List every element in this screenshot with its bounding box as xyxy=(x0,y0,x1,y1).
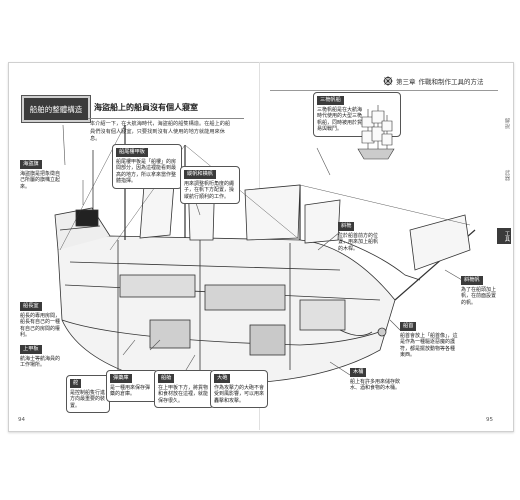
bowsprit-text: 位於船首前方的位置，用來加上船帆的木桿。 xyxy=(338,232,379,252)
chapter-title: 作戰和制作工具的方法 xyxy=(418,78,484,86)
callout-wood: 木桶 船上有許多用來儲存飲水、酒和食物的木桶。 xyxy=(350,368,400,392)
callout-pirate-flag: 海盜旗 海盜旗是把象徵自己所屬的旗幟立起來。 xyxy=(20,160,60,190)
callout-rudder: 舵 是控制船隻行進方向最重要的裝置。 xyxy=(66,375,110,414)
bow-sail-text: 為了在船頭加上帆，在前面設置的帆。 xyxy=(461,286,497,306)
callout-bowsprit: 斜桅 位於船首前方的位置，用來加上船帆的木桿。 xyxy=(338,222,378,252)
section-subtitle: 海盜船上的船員沒有個人寢室 xyxy=(88,96,244,119)
captain-room-text: 船長的專用房間，船長有自己的一種有自己的房間的權利。 xyxy=(20,312,61,339)
upper-deck-tag: 上甲板 xyxy=(20,345,42,354)
bowsprit-tag: 斜桅 xyxy=(338,222,355,231)
tab-weapons[interactable]: 武器 xyxy=(504,170,510,181)
guns-tag: 大砲 xyxy=(214,374,231,383)
callout-hold: 彈藥庫 是一種用來保存彈藥的倉庫。 xyxy=(106,370,158,402)
inset-box: 三桅帆船 三桅帆船是在大航海時代使用的大型三桅帆船，同時被用於貿易與戰鬥。 xyxy=(313,92,401,160)
tab-tools[interactable]: 工具 xyxy=(497,228,511,245)
callout-deck-cabin: 船尾樓甲板 船尾樓甲板是「船樓」的房間部分，因為這裡能看到最高的地方，所以拿來當… xyxy=(112,144,182,189)
callout-sails: 縱帆和橫帆 用來調整帆桁角度的繩子，在帆下方配置，操縱航行順利的工作。 xyxy=(180,166,240,205)
side-tab-bar: 解說 武器 工具 xyxy=(497,110,511,310)
callout-bow-sail: 斜桅帆 為了在船頭加上帆，在前面設置的帆。 xyxy=(461,276,499,306)
chapter-header: 第三章 作戰和制作工具的方法 xyxy=(383,75,484,87)
tab-explain[interactable]: 解說 xyxy=(504,118,510,129)
inset-tag: 三桅帆船 xyxy=(317,96,344,105)
hold-tag: 彈藥庫 xyxy=(110,374,132,383)
callout-storage: 船艙 在上甲板下方，將貨物和食材放在這裡，就能保存很久。 xyxy=(154,370,214,409)
rudder-text: 是控制船隻行進方向最重要的裝置。 xyxy=(70,389,106,409)
ship-wheel-icon xyxy=(383,76,393,86)
hold-text: 是一種用來保存彈藥的倉庫。 xyxy=(110,384,151,398)
rudder-tag: 舵 xyxy=(70,379,82,388)
sails-text: 用來調整帆桁角度的繩子，在帆下方配置，操縱航行順利的工作。 xyxy=(184,180,235,200)
storage-text: 在上甲板下方，將貨物和食材放在這裡，就能保存很久。 xyxy=(158,384,209,404)
page-number-right: 95 xyxy=(486,417,493,423)
header-divider xyxy=(270,90,498,91)
wood-tag: 木桶 xyxy=(350,368,367,377)
callout-guns: 大砲 作為攻擊力的大砲不會受到風影響，可以用來轟擊和攻擊。 xyxy=(210,370,268,409)
deck-cabin-tag: 船尾樓甲板 xyxy=(116,148,148,157)
figurehead-text: 船首會放上「船首像」，這是作為一種驅逐惡魔的護符，都是擺放動物等各種東西。 xyxy=(400,332,458,359)
callout-figurehead: 船首 船首會放上「船首像」，這是作為一種驅逐惡魔的護符，都是擺放動物等各種東西。 xyxy=(400,322,458,359)
small-ship-icon xyxy=(357,105,395,160)
intro-text: 本介紹一下，在大航海時代，海盜船的船隻構造。在船上的船員們沒有個人寢室，只要找到… xyxy=(90,121,231,142)
sails-tag: 縱帆和橫帆 xyxy=(184,170,216,179)
guns-text: 作為攻擊力的大砲不會受到風影響，可以用來轟擊和攻擊。 xyxy=(214,384,265,404)
pirate-flag-text: 海盜旗是把象徵自己所屬的旗幟立起來。 xyxy=(20,170,61,190)
captain-room-tag: 船長室 xyxy=(20,302,42,311)
callout-upper-deck: 上甲板 航海士等航海員的工作場所。 xyxy=(20,345,62,369)
wood-text: 船上有許多用來儲存飲水、酒和食物的木桶。 xyxy=(350,378,401,392)
bow-sail-tag: 斜桅帆 xyxy=(461,276,483,285)
storage-tag: 船艙 xyxy=(158,374,175,383)
chapter-number: 第三章 xyxy=(396,78,416,86)
pirate-flag-tag: 海盜旗 xyxy=(20,160,42,169)
callout-captain-room: 船長室 船長的專用房間，船長有自己的一種有自己的房間的權利。 xyxy=(20,302,60,339)
deck-cabin-text: 船尾樓甲板是「船樓」的房間部分，因為這裡能看到最高的地方，所以拿來當作整體指揮。 xyxy=(116,158,177,185)
upper-deck-text: 航海士等航海員的工作場所。 xyxy=(20,355,61,369)
page-number-left: 94 xyxy=(18,417,25,423)
figurehead-tag: 船首 xyxy=(400,322,417,331)
section-title: 船舶的整體構造 xyxy=(21,95,91,123)
inset-text: 三桅帆船是在大航海時代使用的大型三桅帆船，同時被用於貿易與戰鬥。 xyxy=(317,106,363,133)
